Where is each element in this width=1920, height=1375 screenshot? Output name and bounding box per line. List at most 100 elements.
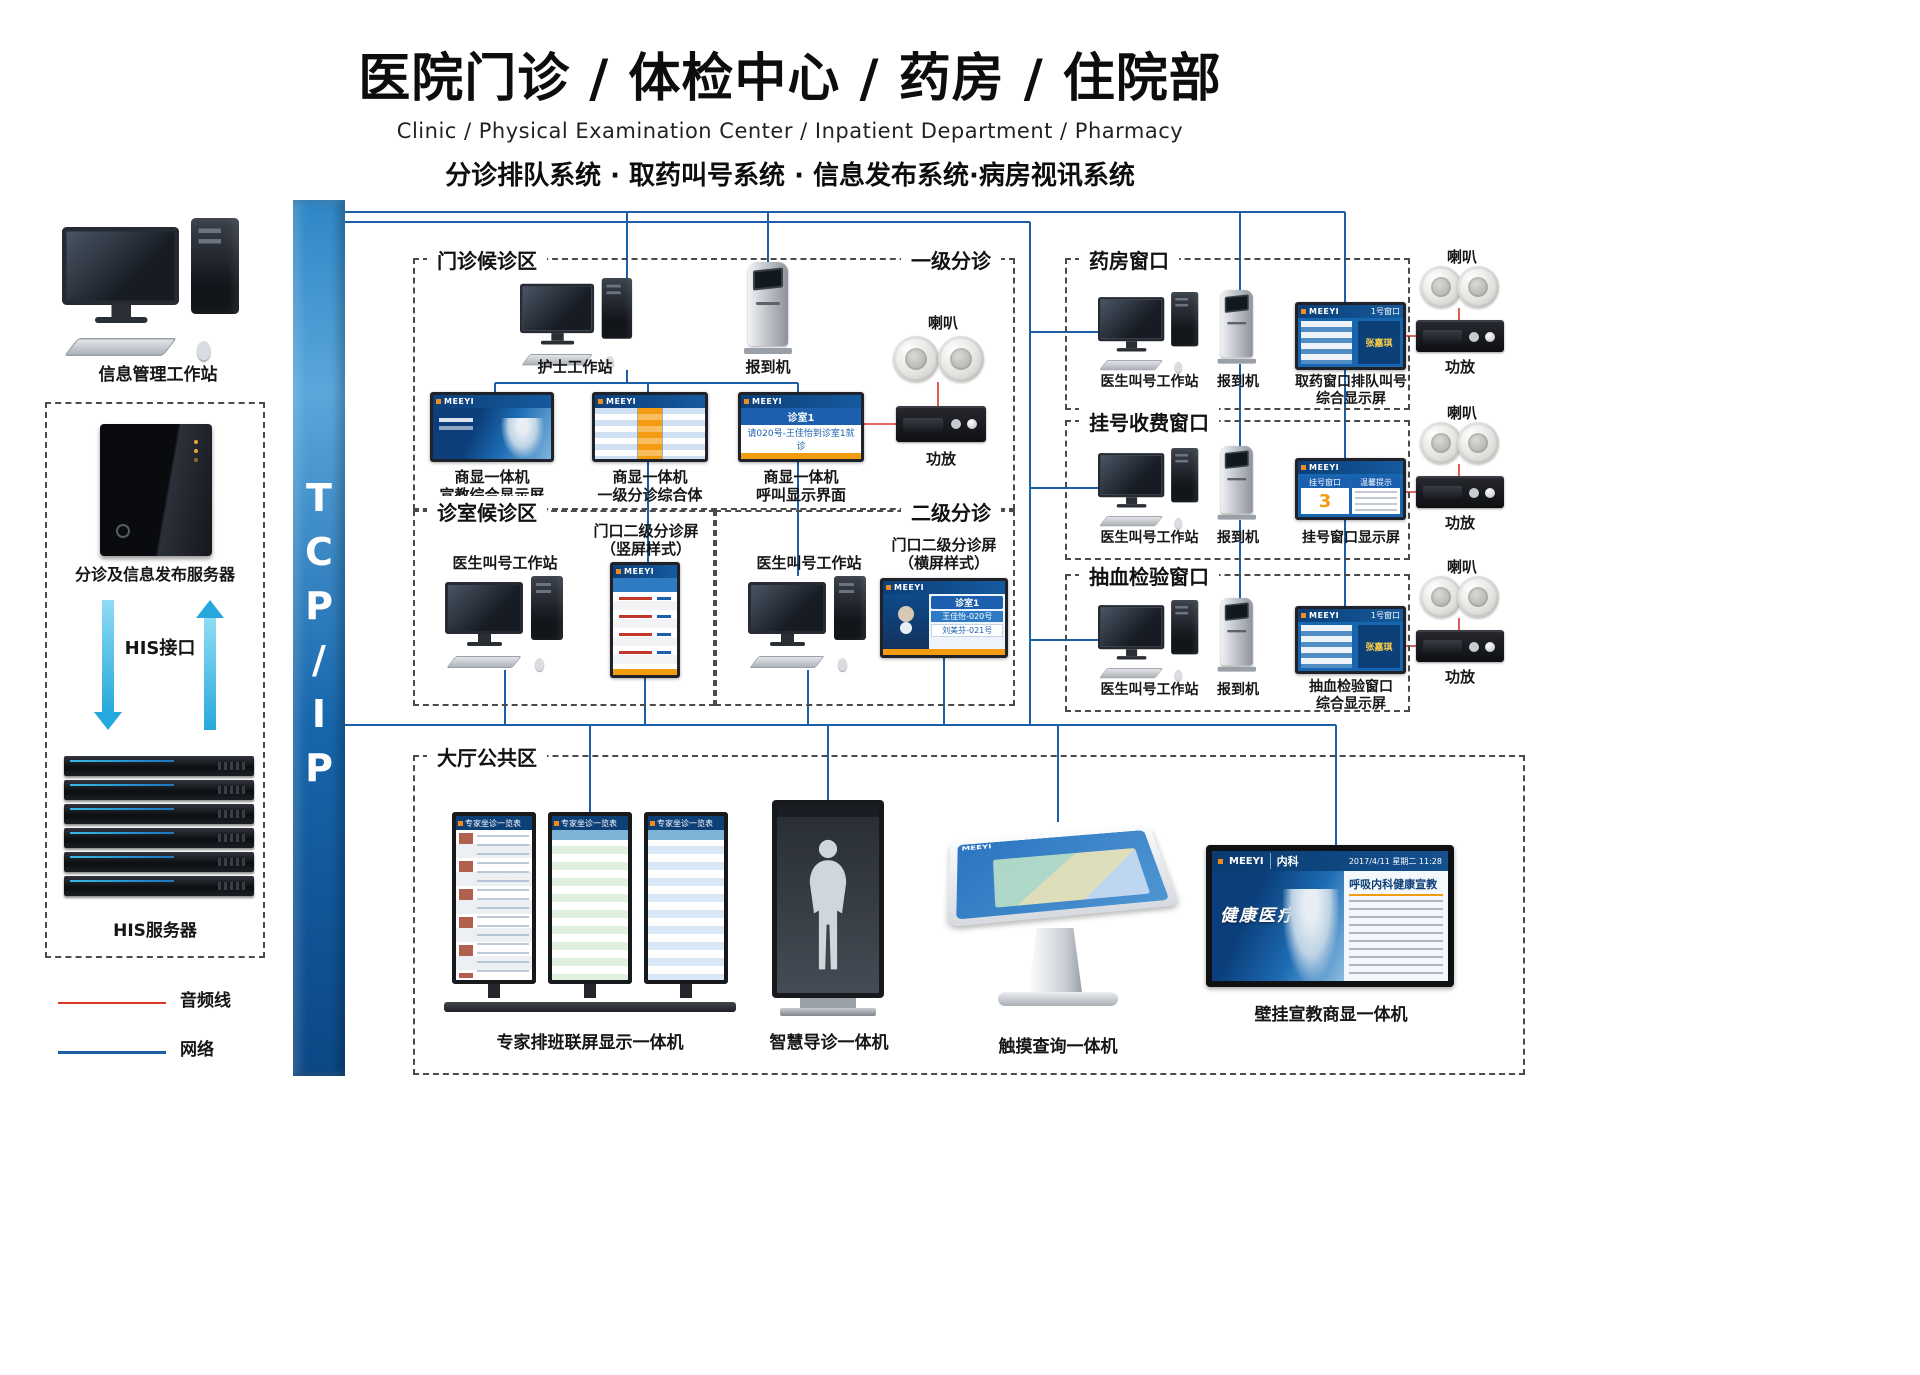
system-subtitle: 分诊排队系统 · 取药叫号系统 · 信息发布系统·病房视讯系统 [200,155,1380,192]
zone-title-pharmacy: 药房窗口 [1079,244,1179,275]
speaker-icon [938,336,984,382]
touch-kiosk-label: 触摸查询一体机 [960,1038,1156,1056]
window-caption: 挂号窗口 [1301,477,1349,488]
panel-body-photos [456,830,532,980]
vertical-screen-label: 门口二级分诊屏 （竖屏样式） [583,522,709,558]
server-led-icon [194,440,198,444]
panel-body-table [648,830,724,980]
kiosk-screen [1225,450,1249,469]
guide-screen [777,817,879,993]
checkin-kiosk-label: 报到机 [1210,530,1266,547]
called-name: 张嘉琪 [1365,336,1392,349]
pc-monitor [1098,605,1164,649]
checkin-kiosk [1216,290,1258,364]
brand-logo-icon [1301,465,1306,470]
guide-header [777,805,879,817]
registration-panel-right: 温馨提示 [1352,477,1400,514]
checkin-kiosk [742,262,794,354]
rack-unit [64,828,254,848]
pc-monitor [62,227,179,305]
wall-display-label: 壁挂宣教商显一体机 [1206,1006,1456,1024]
rack-unit [64,852,254,872]
page-title: 医院门诊 / 体检中心 / 药房 / 住院部 [200,36,1380,111]
kiosk-base [744,348,792,354]
display-header: MEEYI [613,565,677,578]
doctor-photo [883,594,929,649]
pc-keyboard [1099,668,1163,678]
brand-label: MEEYI [894,584,924,592]
pc-stand [1126,649,1137,656]
brand-logo-icon [1301,309,1306,314]
his-server [64,756,254,900]
vscreen-list [613,592,677,669]
guide-neck [800,998,856,1008]
display-header: MEEYI [1298,461,1403,474]
guide-kiosk-label: 智慧导诊一体机 [758,1034,900,1052]
pc-keyboard [749,656,824,668]
brand-logo-icon [1218,859,1223,864]
call-room: 诊室1 [741,408,861,425]
pc-stand [781,634,794,642]
label-line1: 取药窗口排队叫号 [1278,374,1424,391]
pc-tower [834,576,866,640]
label-line1: 门口二级分诊屏 [583,522,709,540]
speaker-icon [1420,422,1462,464]
display-header: MEEYI [595,395,705,408]
doctor-workstation [1098,292,1200,372]
panel-frame: 专家坐诊一览表 [644,812,728,984]
pc-stand [551,333,563,341]
brand-label: MEEYI [752,398,782,406]
brand-label: MEEYI [1309,308,1339,316]
speaker-label: 喇叭 [898,314,988,332]
pc-stand-base [467,642,502,646]
triage-col [663,408,705,459]
checkin-kiosk-label: 报到机 [1210,374,1266,391]
brand-logo-icon [436,399,441,404]
call-footer [741,453,861,459]
speaker-icon [1457,576,1499,618]
brand-logo-icon [458,821,463,826]
zone-title-outpatient: 门诊候诊区 [427,244,547,275]
amplifier [1416,476,1504,508]
label-line2: （竖屏样式） [583,540,709,558]
label-line2: 综合显示屏 [1285,696,1417,713]
registration-display: MEEYI 挂号窗口 3 温馨提示 [1295,458,1406,520]
label-line2: （横屏样式） [873,554,1015,572]
pc-tower [191,218,239,314]
brand-label: MEEYI [1309,612,1339,620]
floor-map [993,848,1150,908]
legend-audio-swatch [58,1002,166,1004]
zone-title-registration: 挂号收费窗口 [1079,406,1219,437]
panel-stand [488,984,500,998]
speaker-label: 喇叭 [1432,404,1492,422]
speaker-label: 喇叭 [1432,248,1492,266]
datetime-label: 2017/4/11 星期二 11:28 [1349,856,1442,867]
wall-body: 健康医疗 呼吸内科健康宣教 [1212,871,1448,981]
panel-stand [584,984,596,998]
amplifier-label: 功放 [1430,358,1490,376]
pc-tower [1171,600,1198,654]
pc-stand-base [1117,656,1147,659]
schedule-panel: 专家坐诊一览表 [452,812,536,998]
blood-test-display: MEEYI1号窗口 张嘉琪 [1295,606,1406,674]
speaker-icon [1457,422,1499,464]
tcpip-label: TCP/IP [297,476,341,800]
brand-logo-icon [650,821,655,826]
hscreen-footer [883,649,1005,655]
pc-stand-base [770,642,805,646]
queue-highlight: 张嘉琪 [1358,321,1400,364]
kiosk-slot [1227,630,1246,632]
rack-unit [64,780,254,800]
pc-tower [1171,292,1198,346]
pharmacy-display-label: 取药窗口排队叫号 综合显示屏 [1278,374,1424,408]
legend-network-swatch [58,1051,166,1054]
amplifier [896,406,986,442]
nurse-workstation-label: 护士工作站 [510,358,640,376]
blood-display-label: 抽血检验窗口 综合显示屏 [1285,679,1417,713]
checkin-kiosk [1216,598,1258,672]
kiosk-base [1218,359,1256,364]
display-first-triage: MEEYI [592,392,708,462]
call-screen: 诊室1 请020号-王佳怡到诊室1就诊 [741,408,861,459]
kiosk-base [1218,515,1256,520]
